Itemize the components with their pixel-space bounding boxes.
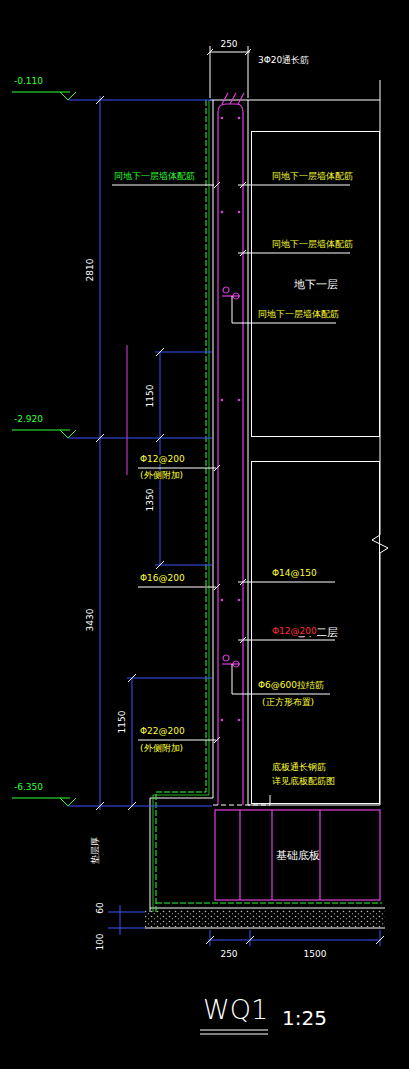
dimension-text: 1150	[146, 385, 155, 408]
annotation-text: Φ6@600拉结筋	[258, 681, 324, 690]
annotation-text: -0.110	[14, 77, 43, 86]
drawing-title: WQ1	[203, 994, 268, 1025]
annotation-text: 同地下一层墙体配筋	[114, 172, 195, 181]
annotation-text: Φ22@200	[140, 727, 185, 736]
annotation-text: 1:25	[282, 1008, 327, 1028]
annotation-text: -6.350	[14, 783, 43, 792]
annotation-text: 底板通长钢筋	[272, 763, 326, 772]
annotation-text: Φ14@150	[272, 569, 317, 578]
annotation-text: Φ12@200	[272, 627, 317, 636]
annotation-text: Φ12@200	[140, 455, 185, 464]
annotation-text: 250	[220, 950, 237, 959]
annotation-text: 详见底板配筋图	[272, 777, 335, 786]
dimension-text: 垫层厚	[91, 837, 100, 864]
annotation-text: 同地下一层墙体配筋	[258, 310, 339, 319]
dimension-text: 1350	[146, 489, 155, 512]
region-label: 地下一层	[294, 277, 338, 292]
annotation-text: 3Φ20通长筋	[258, 56, 309, 65]
dimension-text: 100	[96, 933, 105, 950]
annotation-text: Φ16@200	[140, 574, 185, 583]
dimension-text: 60	[96, 902, 105, 913]
annotation-text: -2.920	[14, 415, 43, 424]
annotation-text: (外侧附加)	[140, 471, 183, 480]
annotation-text: 250	[220, 40, 237, 49]
region-box: 基础底板	[216, 811, 379, 899]
dimension-text: 3430	[86, 609, 95, 632]
annotation-text: (外侧附加)	[140, 744, 183, 753]
annotation-text: (正方形布置)	[262, 698, 314, 707]
annotation-text: 1500	[304, 950, 327, 959]
annotation-text: 同地下一层墙体配筋	[272, 240, 353, 249]
annotation-text: 同地下一层墙体配筋	[272, 172, 353, 181]
region-label: 基础底板	[276, 848, 320, 863]
dimension-text: 1150	[118, 711, 127, 734]
dimension-text: 2810	[86, 259, 95, 282]
